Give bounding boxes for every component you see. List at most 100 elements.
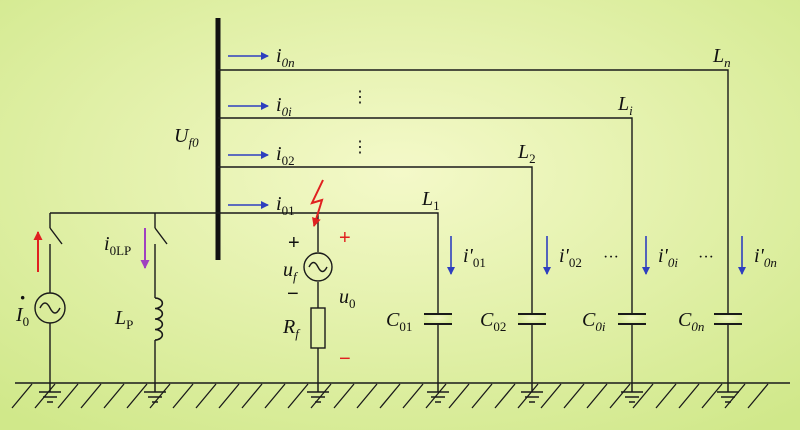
ground-current-arrows: [447, 236, 746, 275]
fault-voltage-label: uf: [283, 259, 299, 284]
capacitor-label-C01: C01: [386, 309, 412, 334]
source-plus-sign: +: [288, 232, 300, 254]
coil-label: LP: [114, 307, 133, 332]
zero-seq-voltage-label: u0: [339, 286, 356, 311]
u0-minus-sign: −: [339, 348, 351, 370]
hatch-line: [333, 383, 355, 409]
capacitor-C02: [518, 313, 546, 325]
voltage-source-symbol: [303, 252, 333, 282]
hatch-line: [724, 383, 746, 409]
hatch-line: [655, 383, 677, 409]
capacitor-label-C0i: C0i: [582, 309, 606, 334]
sine-icon: [308, 261, 328, 273]
hatch-line: [448, 383, 470, 409]
capacitor-C01: [424, 313, 452, 325]
ground-icon: [717, 383, 739, 403]
hatch-line: [678, 383, 700, 409]
lightning-fault-icon: [310, 179, 324, 227]
feeder-current-arrows: [228, 52, 269, 209]
capacitors: [424, 313, 742, 325]
hatch-line: [517, 383, 539, 409]
ground-current-label-0n: i'0n: [754, 245, 777, 270]
hatch-line: [563, 383, 585, 409]
coil-switch: [154, 227, 168, 245]
ground-icon: [144, 383, 166, 403]
feeder-line-i: [218, 117, 633, 383]
line-label-L1: L1: [421, 188, 440, 213]
line-label-L2: L2: [517, 141, 536, 166]
line-label-Li: Li: [617, 93, 633, 118]
ground-icon: [307, 383, 329, 403]
ground-icon: [39, 383, 61, 403]
busbar-label: Uf0: [174, 125, 199, 150]
ground-icon: [521, 383, 543, 403]
hatch-line: [264, 383, 286, 409]
hatch-line: [80, 383, 102, 409]
hatch-line: [287, 383, 309, 409]
ground-icon: [427, 383, 449, 403]
capacitor-label-C0n: C0n: [678, 309, 704, 334]
ground-icon: [621, 383, 643, 403]
hatch-line: [586, 383, 608, 409]
line-label-Ln: Ln: [712, 45, 731, 70]
hatch-line: [310, 383, 332, 409]
hatch-line: [149, 383, 171, 409]
current-label-i0i: i0i: [276, 94, 292, 119]
hatch-line: [11, 383, 33, 409]
source-branch: [33, 213, 66, 383]
hatch-line: [701, 383, 723, 409]
sine-icon: [39, 302, 61, 314]
ground-current-label-01: i'01: [463, 245, 486, 270]
hatch-line: [402, 383, 424, 409]
source-label: I0: [15, 304, 29, 329]
hatch-line: [471, 383, 493, 409]
hatch-line: [195, 383, 217, 409]
ground-symbols: [39, 383, 739, 403]
feeder-line-2: [218, 166, 533, 383]
phasor-dot: ·: [19, 285, 26, 310]
hatch-line: [494, 383, 516, 409]
fault-branch: [303, 179, 333, 383]
feeder-lines: [50, 69, 729, 383]
ground-hatching: [11, 383, 769, 409]
hatch-line: [632, 383, 654, 409]
hatch-line: [540, 383, 562, 409]
hatch-line: [126, 383, 148, 409]
current-label-i02: i02: [276, 143, 295, 168]
hatch-line: [34, 383, 56, 409]
source-switch: [49, 227, 63, 245]
source-minus-sign: −: [287, 283, 299, 305]
hatch-line: [747, 383, 769, 409]
current-label-i0n: i0n: [276, 45, 295, 70]
feeder-line-1: [50, 212, 439, 383]
hatch-line: [425, 383, 447, 409]
hatch-line: [241, 383, 263, 409]
capacitor-C0i: [618, 313, 646, 325]
hatch-line: [356, 383, 378, 409]
ground-current-label-02: i'02: [559, 245, 582, 270]
hatch-line: [57, 383, 79, 409]
hatch-line: [218, 383, 240, 409]
current-label-i01: i01: [276, 193, 295, 218]
capacitor-label-C02: C02: [480, 309, 506, 334]
h-ellipsis-2: ···: [698, 249, 714, 266]
coil-current-label: i0LP: [104, 233, 131, 258]
hatch-line: [379, 383, 401, 409]
hatch-line: [609, 383, 631, 409]
petersen-coil-branch: [140, 213, 168, 383]
ellipsis-lower: ⋮: [352, 139, 368, 156]
u0-plus-sign: +: [339, 227, 351, 249]
ground-current-label-0i: i'0i: [658, 245, 678, 270]
fault-resistor-label: Rf: [282, 316, 301, 341]
ellipsis-upper: ⋮: [352, 89, 368, 106]
feeder-line-n: [218, 69, 729, 383]
hatch-line: [103, 383, 125, 409]
resistor-symbol: [310, 307, 326, 349]
capacitor-C0n: [714, 313, 742, 325]
inductor-symbol: [154, 297, 164, 341]
hatch-line: [172, 383, 194, 409]
h-ellipsis-1: ···: [603, 249, 619, 266]
current-source-symbol: [34, 292, 66, 324]
